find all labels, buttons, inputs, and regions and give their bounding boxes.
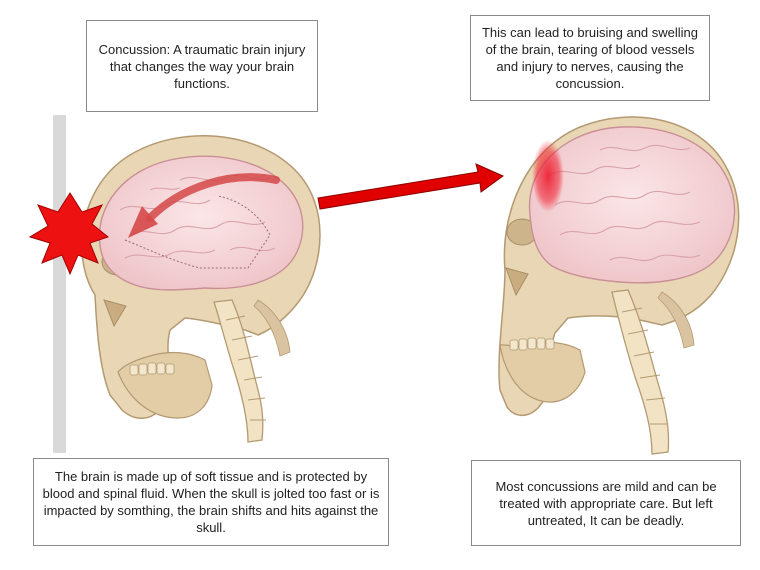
wall: [53, 115, 66, 453]
left-spine: [213, 299, 264, 443]
right-head: [498, 116, 740, 455]
right-brain-folds: [549, 144, 701, 262]
caption-outcome-text: Most concussions are mild and can be tre…: [495, 478, 717, 528]
caption-definition: Concussion: A traumatic brain injury tha…: [86, 20, 318, 112]
caption-mechanism-text: The brain is made up of soft tissue and …: [42, 469, 380, 535]
left-teeth: [129, 362, 175, 376]
left-nasal: [103, 299, 127, 328]
caption-effects: This can lead to bruising and swelling o…: [470, 15, 710, 101]
right-teeth: [509, 337, 555, 351]
left-vertebrae: [225, 315, 266, 421]
caption-mechanism: The brain is made up of soft tissue and …: [33, 458, 389, 546]
caption-effects-text: This can lead to bruising and swelling o…: [481, 25, 699, 91]
right-brain: [528, 126, 736, 284]
brain-bruise: [532, 140, 564, 212]
left-head: [81, 134, 321, 443]
right-neck-muscle: [657, 291, 695, 349]
starburst-icon: [28, 192, 110, 276]
left-shift-arrow: [146, 173, 280, 222]
caption-definition-text: Concussion: A traumatic brain injury tha…: [98, 41, 306, 91]
right-arrow-icon: [317, 163, 504, 210]
caption-outcome: Most concussions are mild and can be tre…: [471, 460, 741, 546]
right-vertebrae: [621, 307, 668, 425]
left-brain-shift-outline: [124, 195, 271, 269]
curved-arrow-icon: [128, 206, 158, 238]
right-nasal: [505, 267, 529, 297]
left-neck-muscle: [253, 299, 291, 357]
